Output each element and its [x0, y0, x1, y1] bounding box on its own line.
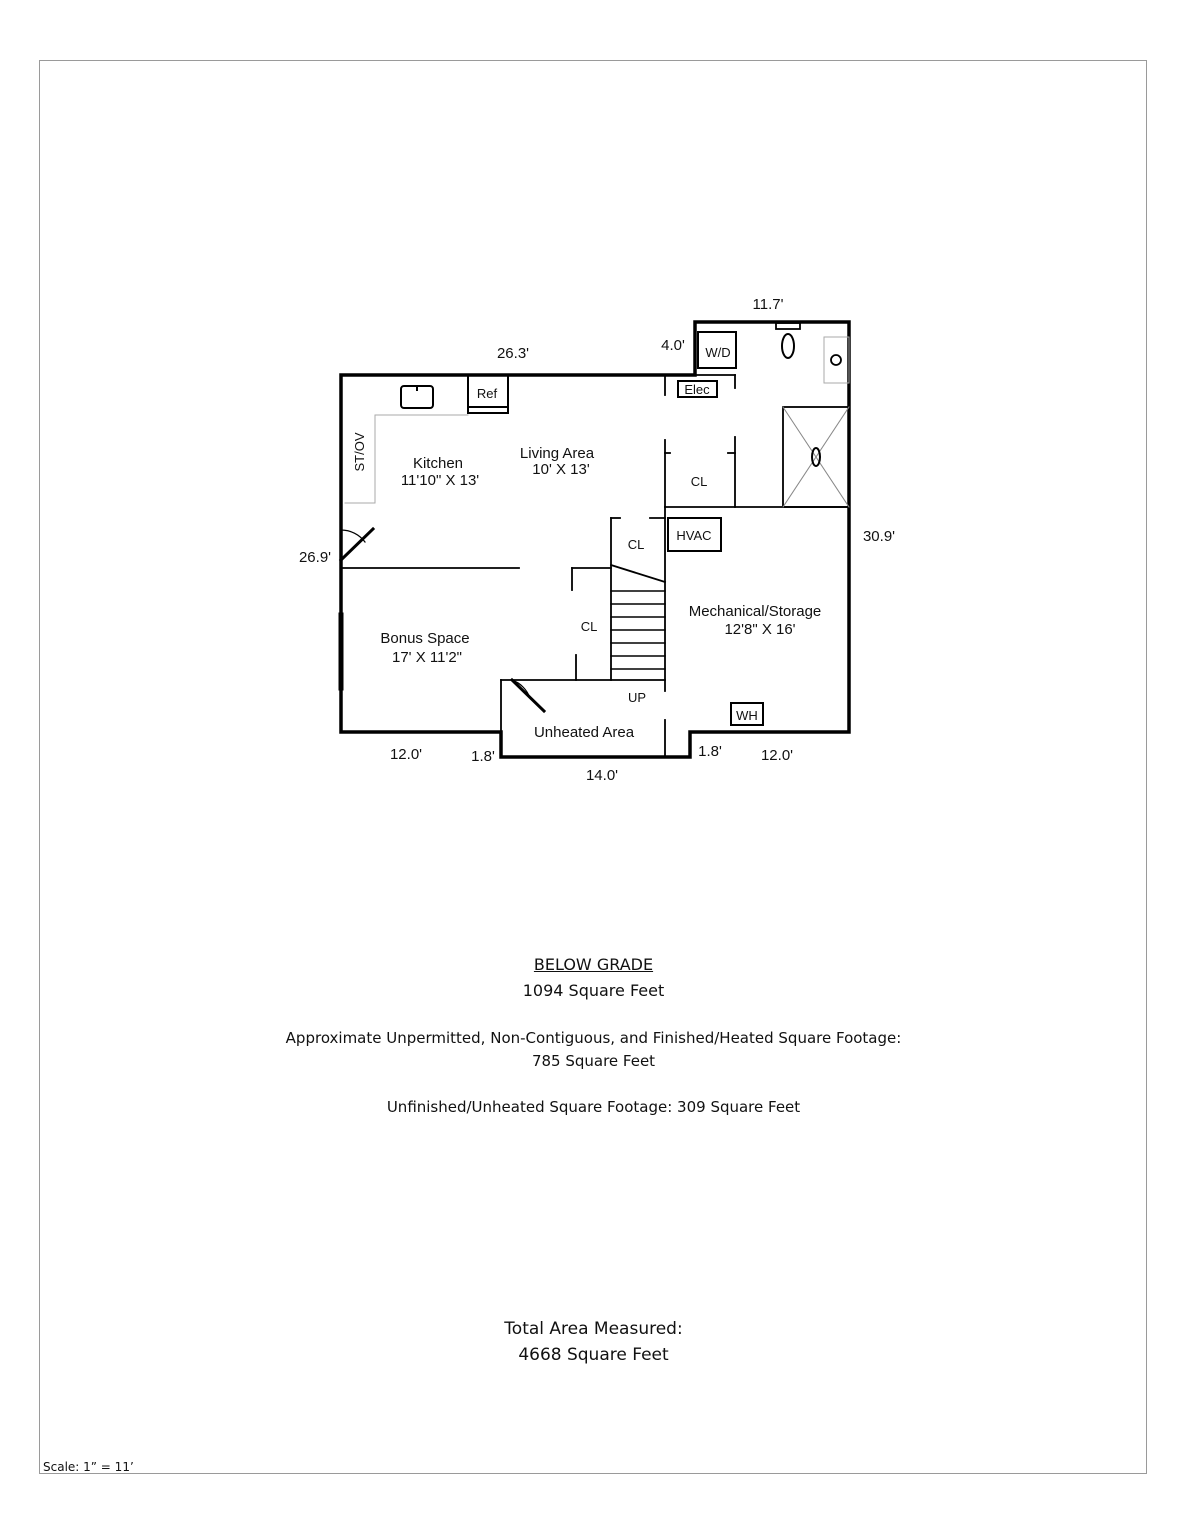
- total-value: 4668 Square Feet: [518, 1345, 669, 1365]
- finished-area: 785 Square Feet: [531, 1052, 656, 1070]
- total-label: Total Area Measured:: [504, 1319, 683, 1339]
- dimension-top-main: 26.3': [497, 345, 529, 362]
- refrigerator-label: Ref: [477, 386, 498, 401]
- closet-label: CL: [691, 474, 708, 489]
- electrical-panel-label: Elec: [684, 382, 710, 397]
- room-name-mechanical-storage: Mechanical/Storage: [689, 603, 822, 620]
- stove-oven-label: ST/OV: [352, 432, 367, 471]
- scale-label: Scale: 1” = 11’: [43, 1460, 134, 1474]
- unfinished-footage: Unfinished/Unheated Square Footage: 309 …: [0, 1096, 1187, 1119]
- dimension-left: 26.9': [299, 549, 331, 566]
- room-size-bonus-space: 17' X 11'2": [392, 649, 462, 666]
- dimension-bottom-left-step: 1.8': [471, 748, 495, 765]
- dimension-top-bath: 11.7': [753, 296, 784, 313]
- dimension-bath-step: 4.0': [661, 337, 685, 354]
- closet-label: CL: [581, 619, 598, 634]
- grade-area: 1094 Square Feet: [522, 981, 665, 1000]
- water-heater-label: WH: [736, 708, 758, 723]
- finished-label: Approximate Unpermitted, Non-Contiguous,…: [285, 1029, 902, 1047]
- room-name-unheated-area: Unheated Area: [534, 724, 635, 741]
- room-name-bonus-space: Bonus Space: [380, 630, 469, 647]
- dimension-right: 30.9': [863, 528, 895, 545]
- hvac-label: HVAC: [676, 528, 711, 543]
- grade-title: BELOW GRADE: [533, 955, 654, 974]
- page-border: [39, 60, 1147, 1474]
- exterior-wall: [339, 320, 851, 759]
- dimension-bottom-left: 12.0': [390, 746, 422, 763]
- finished-footage: Approximate Unpermitted, Non-Contiguous,…: [0, 1027, 1187, 1073]
- room-size-kitchen: 11'10" X 13': [401, 472, 479, 489]
- dimension-bottom-center: 14.0': [586, 767, 618, 784]
- dimension-bottom-right: 12.0': [761, 747, 793, 764]
- below-grade-summary: BELOW GRADE 1094 Square Feet: [0, 952, 1187, 1004]
- stairs-up-label: UP: [628, 690, 646, 705]
- room-size-mechanical-storage: 12'8" X 16': [724, 621, 795, 638]
- room-name-kitchen: Kitchen: [413, 455, 463, 472]
- washer-dryer-label: W/D: [705, 345, 730, 360]
- unfinished-line: Unfinished/Unheated Square Footage: 309 …: [386, 1098, 801, 1116]
- room-name-living-area: Living Area: [520, 445, 595, 462]
- room-size-living-area: 10' X 13': [532, 461, 590, 478]
- total-area: Total Area Measured: 4668 Square Feet: [0, 1316, 1187, 1368]
- closet-label: CL: [628, 537, 645, 552]
- dimension-bottom-right-step: 1.8': [698, 743, 722, 760]
